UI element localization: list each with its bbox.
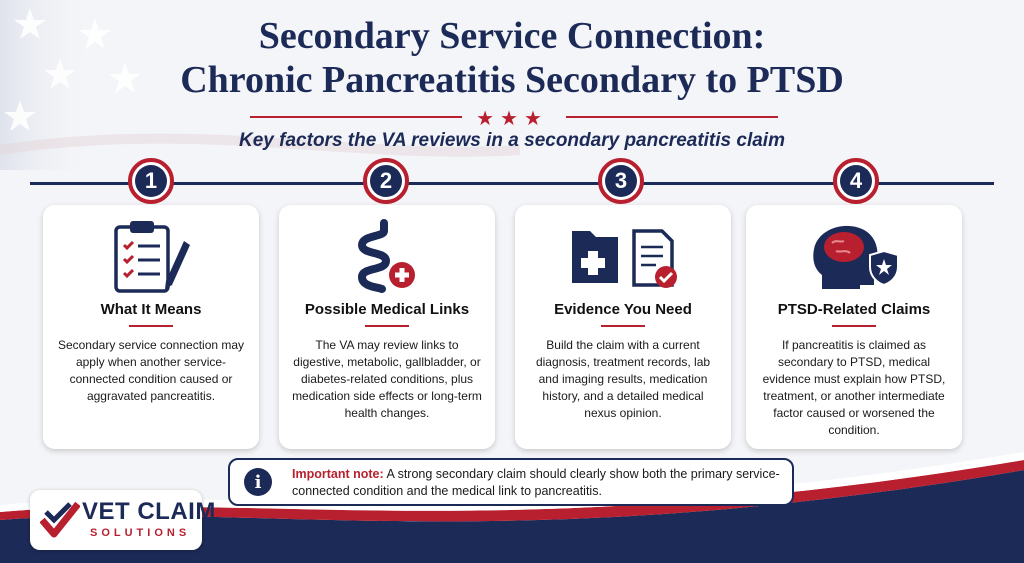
page-title-line-1: Secondary Service Connection: (258, 15, 766, 57)
stars-icon: ★★★ (476, 108, 548, 130)
info-icon: i (244, 468, 272, 496)
card-title: What It Means (100, 301, 202, 318)
medical-folder-document-icon (572, 229, 677, 288)
note-lead: Important note: (292, 467, 384, 481)
step-number-2: 2 (363, 158, 409, 204)
title-underline (365, 325, 409, 327)
card-body: If pancreatitis is claimed as secondary … (762, 338, 946, 437)
page-title-line-2: Chronic Pancreatitis Secondary to PTSD (180, 59, 844, 101)
head-brain-shield-icon (813, 225, 899, 289)
card-body: Build the claim with a current diagnosis… (535, 338, 711, 420)
page-subtitle: Key factors the VA reviews in a secondar… (239, 130, 785, 151)
star-divider: ★★★ (0, 106, 1024, 131)
card-evidence-you-need: Evidence You Need Build the claim with a… (515, 205, 731, 449)
logo-name: VET CLAIM (82, 498, 216, 525)
card-title: Evidence You Need (554, 301, 692, 318)
card-what-it-means: What It Means Secondary service connecti… (43, 205, 259, 449)
divider-line-right (566, 116, 778, 118)
vet-claim-logo: VET CLAIM SOLUTIONS (30, 490, 215, 550)
card-title: PTSD-Related Claims (777, 301, 931, 318)
note-body: A strong secondary claim should clearly … (292, 467, 780, 498)
divider-line-left (250, 116, 462, 118)
step-number-4: 4 (833, 158, 879, 204)
title-underline (129, 325, 173, 327)
card-ptsd-related-claims: PTSD-Related Claims If pancreatitis is c… (746, 205, 962, 449)
step-number-3: 3 (598, 158, 644, 204)
card-body: Secondary service connection may apply w… (57, 338, 245, 403)
timeline-bar (30, 182, 994, 185)
note-text: Important note: A strong secondary claim… (292, 466, 786, 500)
clipboard-checklist-icon (114, 221, 190, 293)
title-underline (601, 325, 645, 327)
card-title: Possible Medical Links (304, 301, 470, 318)
card-possible-medical-links: Possible Medical Links The VA may review… (279, 205, 495, 449)
flag-check-icon (40, 502, 80, 538)
title-underline (832, 325, 876, 327)
important-note: i Important note: A strong secondary cla… (228, 458, 794, 506)
logo-tagline: SOLUTIONS (90, 527, 191, 539)
card-body: The VA may review links to digestive, me… (292, 338, 482, 420)
step-number-1: 1 (128, 158, 174, 204)
intestine-medical-icon (357, 219, 415, 293)
